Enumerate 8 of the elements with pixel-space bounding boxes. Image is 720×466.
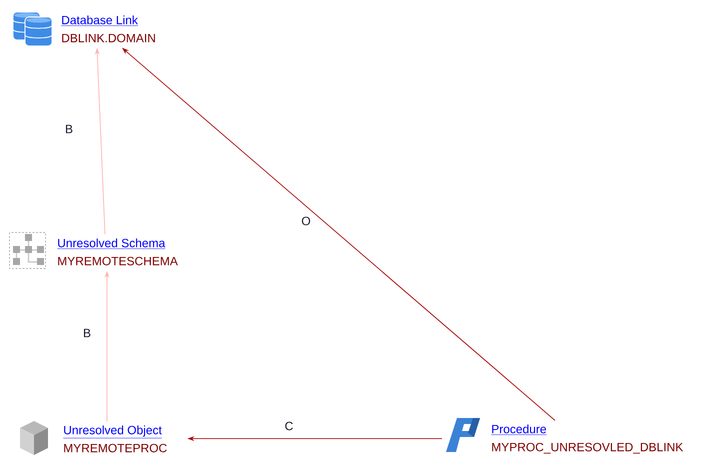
object-node: Database Link DBLINK.DOMAIN <box>61 16 155 42</box>
object-node: Procedure MYPROC_UNRESOVLED_DBLINK <box>491 424 684 454</box>
edge-label: B <box>82 328 92 338</box>
edge-label: C <box>284 420 294 432</box>
object-node: Unresolved Object MYREMOTEPROC <box>63 426 167 452</box>
edge-label: B <box>64 124 74 134</box>
edge-label: O <box>300 216 312 226</box>
object-node: Unresolved Schema MYREMOTESCHEMA <box>57 238 178 266</box>
